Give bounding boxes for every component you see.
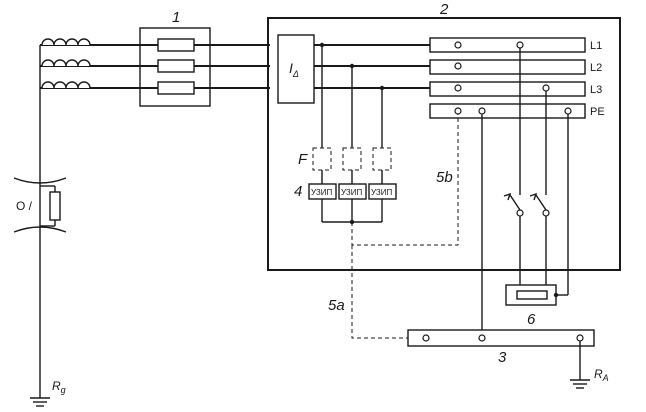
fuse-l3 (157, 81, 195, 95)
spd-2-label: УЗИП (341, 188, 362, 197)
label-rg: Rg (52, 379, 66, 395)
label-ra: RA (594, 367, 609, 383)
load-circuit: 6 (503, 48, 569, 328)
rcd-device: IΔ (277, 34, 315, 104)
label-l1: L1 (590, 40, 602, 52)
label-idelta: IΔ (289, 60, 299, 79)
label-5b: 5b (436, 169, 453, 186)
inductor-l1 (41, 38, 91, 46)
fuse-l1 (157, 38, 195, 52)
fuse-block-1: 1 (139, 9, 211, 107)
fuse-f3 (372, 147, 392, 171)
busbars: L1 L2 L3 PE (429, 37, 605, 119)
busbar-l2 (429, 59, 586, 75)
label-2: 2 (439, 1, 449, 18)
busbar-pe (429, 103, 586, 119)
label-l3: L3 (590, 84, 602, 96)
label-5a: 5a (328, 297, 345, 314)
overhead-arrester: O / (13, 177, 67, 233)
label-3: 3 (498, 349, 507, 366)
ground-bar-3: 3 (407, 329, 595, 380)
busbar-l1 (429, 37, 586, 53)
incoming-line (39, 38, 270, 398)
ground-ra: RA (570, 367, 609, 389)
inductor-l2 (41, 59, 91, 67)
distribution-board-2: 2 (267, 1, 621, 271)
label-6: 6 (527, 311, 536, 328)
dashed-connections: 5b 5a (328, 114, 459, 339)
inductor-l3 (41, 81, 91, 89)
label-l2: L2 (590, 62, 602, 74)
label-ol: O / (16, 199, 33, 213)
busbar-l3 (429, 81, 586, 97)
spd-1-label: УЗИП (311, 188, 332, 197)
fuse-f1 (312, 147, 332, 171)
fuse-f2 (342, 147, 362, 171)
label-f: F (298, 151, 308, 168)
fuse-l2 (157, 59, 195, 73)
label-1: 1 (172, 9, 180, 26)
ground-rg: Rg (30, 379, 66, 407)
label-4: 4 (294, 183, 302, 200)
label-pe: PE (590, 106, 605, 118)
spd-3-label: УЗИП (371, 188, 392, 197)
spd-taps: F УЗИП УЗИП УЗИП 4 (294, 42, 397, 225)
